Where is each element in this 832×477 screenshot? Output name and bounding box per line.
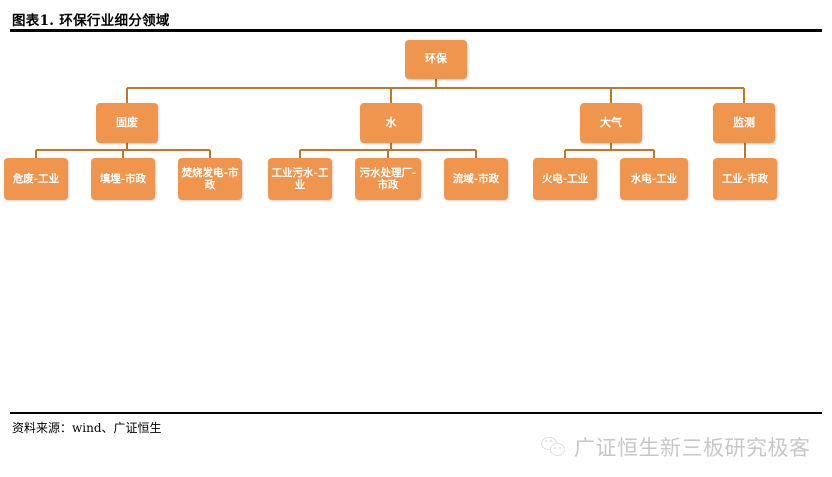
tree-node-label: 填埋-市政 bbox=[99, 172, 147, 185]
header-divider bbox=[10, 29, 822, 32]
tree-leaf-incineration-power-municipal[interactable]: 焚烧发电-市政 bbox=[178, 158, 242, 200]
tree-node-label: 水 bbox=[385, 115, 397, 129]
tree-leaf-watershed-municipal[interactable]: 流域-市政 bbox=[444, 158, 508, 200]
tree-node-label: 水电-工业 bbox=[630, 172, 678, 185]
tree-leaf-hydro-power-industrial[interactable]: 水电-工业 bbox=[620, 158, 688, 200]
tree-leaf-industrial-municipal[interactable]: 工业-市政 bbox=[713, 158, 777, 200]
tree-node-solid-waste[interactable]: 固废 bbox=[96, 103, 158, 143]
tree-leaf-landfill-municipal[interactable]: 填埋-市政 bbox=[91, 158, 155, 200]
tree-node-label: 工业-市政 bbox=[721, 172, 769, 185]
tree-node-label: 环保 bbox=[425, 52, 447, 66]
tree-node-label: 焚烧发电-市政 bbox=[181, 166, 239, 191]
tree-node-label: 危废-工业 bbox=[12, 172, 60, 185]
tree-node-water[interactable]: 水 bbox=[360, 103, 422, 143]
tree-leaf-wastewater-plant-municipal[interactable]: 污水处理厂-市政 bbox=[355, 158, 421, 200]
watermark: 广证恒生新三板研究极客 bbox=[541, 432, 811, 462]
tree-node-air[interactable]: 大气 bbox=[580, 103, 642, 143]
tree-leaf-industrial-wastewater-industrial[interactable]: 工业污水-工业 bbox=[268, 158, 332, 200]
watermark-label: 广证恒生新三板研究极客 bbox=[574, 436, 811, 460]
page-title: 图表1. 环保行业细分领域 bbox=[12, 13, 170, 29]
tree-leaf-thermal-power-industrial[interactable]: 火电-工业 bbox=[533, 158, 597, 200]
tree-node-label: 监测 bbox=[733, 115, 755, 129]
tree-node-monitoring[interactable]: 监测 bbox=[713, 103, 775, 143]
tree-node-label: 污水处理厂-市政 bbox=[359, 166, 417, 191]
tree-node-label: 固废 bbox=[116, 115, 138, 129]
tree-node-label: 大气 bbox=[600, 115, 622, 129]
footer-divider bbox=[10, 412, 822, 414]
tree-leaf-hazardous-waste-industrial[interactable]: 危废-工业 bbox=[4, 158, 68, 200]
tree-node-label: 火电-工业 bbox=[541, 172, 589, 185]
tree-node-label: 流域-市政 bbox=[452, 172, 500, 185]
tree-node-root[interactable]: 环保 bbox=[405, 40, 467, 79]
source-note: 资料来源：wind、广证恒生 bbox=[12, 421, 162, 435]
wechat-icon bbox=[541, 436, 567, 458]
tree-node-label: 工业污水-工业 bbox=[271, 166, 329, 191]
